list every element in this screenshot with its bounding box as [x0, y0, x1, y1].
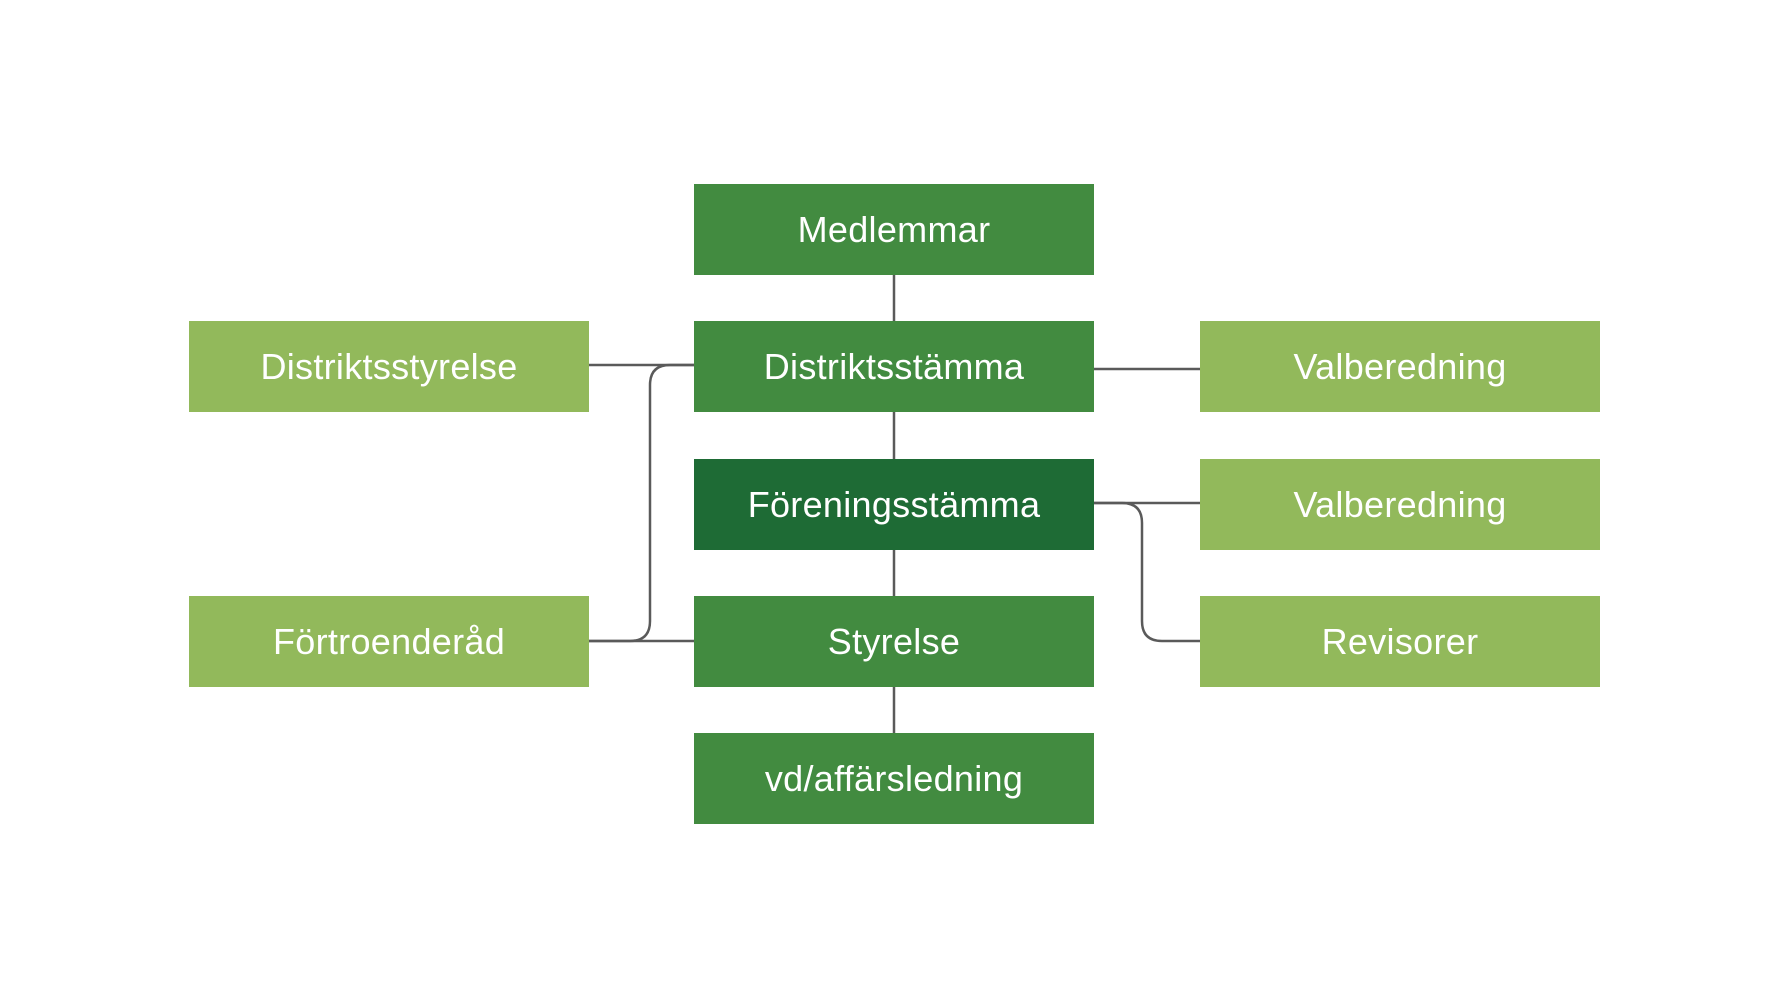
box-valberedning-1-label: Valberedning	[1293, 345, 1507, 387]
box-revisorer: Revisorer	[1200, 596, 1600, 687]
box-medlemmar-label: Medlemmar	[797, 208, 991, 250]
box-vd: vd/affärsledning	[694, 733, 1094, 824]
box-distriktsstyrelse: Distriktsstyrelse	[189, 321, 589, 412]
box-valberedning-2-label: Valberedning	[1293, 483, 1507, 525]
box-styrelse-label: Styrelse	[827, 620, 961, 662]
box-foreningsstamma: Föreningsstämma	[694, 459, 1094, 550]
box-valberedning-1: Valberedning	[1200, 321, 1600, 412]
box-medlemmar: Medlemmar	[694, 184, 1094, 275]
box-fortroenderad-label: Förtroenderåd	[272, 620, 506, 662]
connector-revisorer	[1094, 501, 1200, 643]
box-foreningsstamma-label: Föreningsstämma	[747, 483, 1041, 525]
connector-fortroenderad-distriktsstamma	[589, 363, 694, 643]
box-fortroenderad: Förtroenderåd	[189, 596, 589, 687]
box-vd-label: vd/affärsledning	[764, 757, 1024, 799]
box-distriktsstyrelse-label: Distriktsstyrelse	[260, 345, 518, 387]
box-distriktsstamma: Distriktsstämma	[694, 321, 1094, 412]
box-valberedning-2: Valberedning	[1200, 459, 1600, 550]
box-revisorer-label: Revisorer	[1321, 620, 1479, 662]
box-styrelse: Styrelse	[694, 596, 1094, 687]
box-distriktsstamma-label: Distriktsstämma	[763, 345, 1025, 387]
